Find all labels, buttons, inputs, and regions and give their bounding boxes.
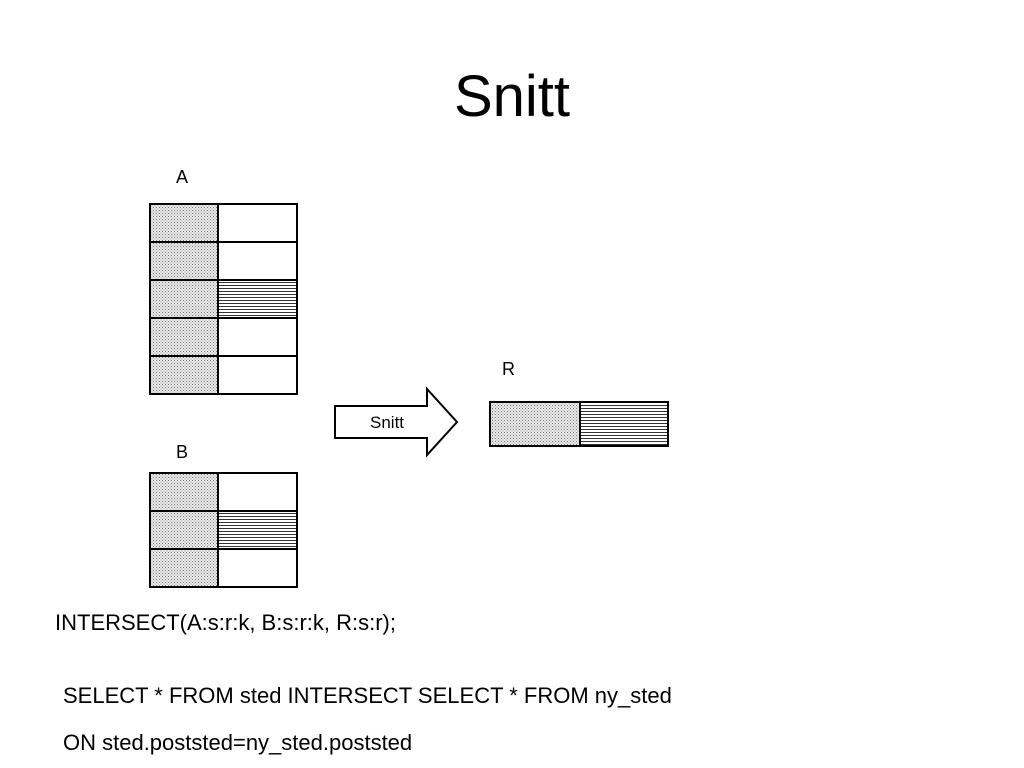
table-a-cell-r1-c1 — [149, 203, 219, 243]
table-b-cell-r3-c2 — [217, 548, 298, 588]
table-r-cell-r1-c2 — [579, 401, 669, 447]
intersect-call: INTERSECT(A:s:r:k, B:s:r:k, R:s:r); — [55, 610, 396, 635]
table-b-label: B — [176, 442, 188, 462]
table-b-cell-r1-c1 — [149, 472, 219, 512]
table-a-cell-r5-c2 — [217, 355, 298, 395]
table-r-label: R — [502, 359, 515, 379]
table-a-label: A — [176, 167, 188, 187]
table-a-cell-r4-c2 — [217, 317, 298, 357]
sql-line-1: SELECT * FROM sted INTERSECT SELECT * FR… — [63, 683, 672, 708]
table-b-cell-r1-c2 — [217, 472, 298, 512]
table-a-cell-r1-c2 — [217, 203, 298, 243]
table-r — [489, 401, 669, 447]
table-a-cell-r5-c1 — [149, 355, 219, 395]
table-b-cell-r2-c2 — [217, 510, 298, 550]
arrow-label: Snitt — [370, 413, 404, 432]
table-b-cell-r2-c1 — [149, 510, 219, 550]
table-a-cell-r2-c2 — [217, 241, 298, 281]
table-a-cell-r4-c1 — [149, 317, 219, 357]
table-b — [149, 472, 298, 588]
table-a-cell-r3-c2 — [217, 279, 298, 319]
sql-line-2: ON sted.poststed=ny_sted.poststed — [63, 730, 413, 755]
arrow-shape — [334, 386, 459, 458]
slide-title: Snitt — [453, 64, 571, 129]
table-a-cell-r3-c1 — [149, 279, 219, 319]
table-a-cell-r2-c1 — [149, 241, 219, 281]
table-b-cell-r3-c1 — [149, 548, 219, 588]
table-a — [149, 203, 298, 395]
table-r-cell-r1-c1 — [489, 401, 581, 447]
snitt-arrow: Snitt — [334, 386, 459, 458]
